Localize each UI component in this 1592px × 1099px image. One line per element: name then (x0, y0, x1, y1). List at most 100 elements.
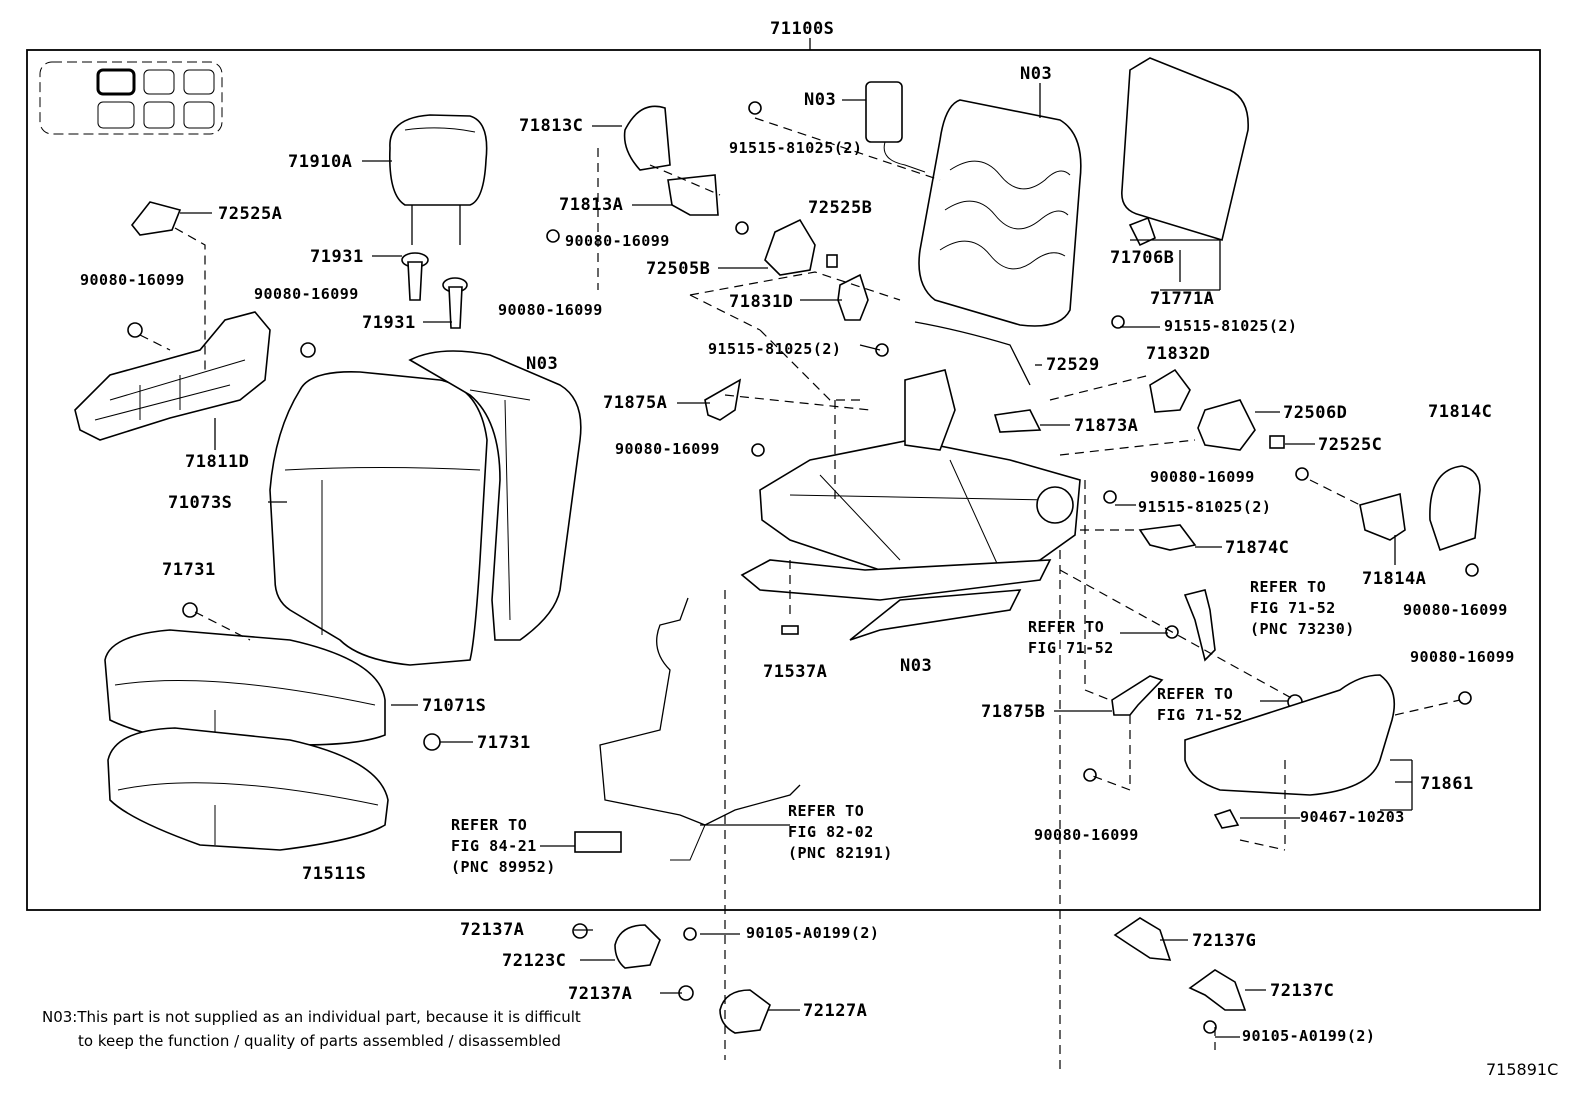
bracket-71875B (1111, 675, 1164, 716)
part-label-bolt: 90080-16099 (1410, 648, 1515, 666)
side-airbag (865, 81, 903, 143)
side-shield-71811D (74, 311, 271, 441)
part-label-71811D: 71811D (185, 452, 250, 472)
knob-72525C (1269, 435, 1285, 449)
cover-71814A (1359, 492, 1406, 541)
connector-icon (574, 831, 622, 853)
seatback-cover (269, 350, 582, 666)
recliner-72505B (764, 218, 816, 276)
clip-71731-b (423, 733, 441, 751)
bracket-71832D (1149, 368, 1191, 413)
side-shield-71861 (1184, 674, 1396, 796)
part-label-71931: 71931 (362, 313, 416, 333)
bracket-71875A (704, 378, 742, 421)
part-label-71831D: 71831D (729, 292, 794, 312)
part-label-n03: N03 (1020, 64, 1053, 84)
part-label-bolt: 90080-16099 (80, 271, 185, 289)
part-label-71832D: 71832D (1146, 344, 1211, 364)
part-label-71875A: 71875A (603, 393, 668, 413)
cover-72123C (614, 924, 661, 969)
cover-72127A (719, 989, 771, 1034)
part-label-bolt: 90080-16099 (565, 232, 670, 250)
part-label-screw: 91515-81025(2) (1164, 317, 1298, 335)
assembly-dashed-lines (139, 117, 1461, 1070)
part-label-72137A: 72137A (568, 984, 633, 1004)
assembly-label: 71100S (770, 19, 835, 39)
seat-cushion (104, 629, 389, 851)
recliner-72506D (1197, 399, 1256, 451)
rod-72529 (914, 321, 1031, 386)
part-label-72505B: 72505B (646, 259, 711, 279)
part-label-72137C: 72137C (1270, 981, 1335, 1001)
cover-71813A (667, 174, 719, 216)
part-label-71910A: 71910A (288, 152, 353, 172)
part-label-bolt: 90080-16099 (254, 285, 359, 303)
part-label-71706B: 71706B (1110, 248, 1175, 268)
part-label-72529: 72529 (1046, 355, 1100, 375)
clip-72137A-a (572, 923, 588, 939)
back-panel-71771A (1121, 57, 1249, 242)
part-label-71073S: 71073S (168, 493, 233, 513)
bracket-71874C (1138, 524, 1197, 551)
footnote-line-1: N03:This part is not supplied as an indi… (42, 1008, 581, 1026)
pad-71537A (781, 625, 799, 635)
headrest-part (388, 114, 488, 245)
leader-lines (180, 83, 1413, 1038)
seat-track (740, 559, 1052, 641)
knob-72525A (130, 201, 182, 236)
bolt-icon (546, 101, 1479, 782)
bolt-icon (127, 322, 316, 358)
part-label-71731: 71731 (477, 733, 531, 753)
part-label-n03: N03 (900, 656, 933, 676)
part-label-72137A: 72137A (460, 920, 525, 940)
part-label-72137G: 72137G (1192, 931, 1257, 951)
part-label-71511S: 71511S (302, 864, 367, 884)
part-label-72127A: 72127A (803, 1001, 868, 1021)
bolt-icon (1203, 1020, 1217, 1034)
seatbelt-buckle (1183, 589, 1216, 662)
part-label-72123C: 72123C (502, 951, 567, 971)
seat-type-icon (39, 61, 223, 135)
part-label-n03: N03 (526, 354, 559, 374)
bracket-72137C (1188, 969, 1247, 1011)
headrest-guides (401, 252, 468, 329)
part-label-90105: 90105-A0199(2) (1242, 1027, 1376, 1045)
part-label-71875B: 71875B (981, 702, 1046, 722)
part-label-71814A: 71814A (1362, 569, 1427, 589)
figure-code: 715891C (1486, 1060, 1559, 1079)
part-label-bolt: 90080-16099 (1150, 468, 1255, 486)
part-label-72525C: 72525C (1318, 435, 1383, 455)
part-label-71813A: 71813A (559, 195, 624, 215)
footnote-line-2: to keep the function / quality of parts … (78, 1032, 561, 1050)
part-label-71071S: 71071S (422, 696, 487, 716)
part-label-71874C: 71874C (1225, 538, 1290, 558)
bolt-icon (683, 927, 697, 941)
clip-71706B (1128, 216, 1156, 247)
assembly-frame (26, 49, 1541, 911)
part-label-screw: 91515-81025(2) (708, 340, 842, 358)
part-label-71813C: 71813C (519, 116, 584, 136)
knob-72525B (826, 254, 838, 268)
part-label-71537A: 71537A (763, 662, 828, 682)
part-label-71731: 71731 (162, 560, 216, 580)
part-label-bolt: 90080-16099 (498, 301, 603, 319)
part-label-71771A: 71771A (1150, 289, 1215, 309)
part-label-n03: N03 (804, 90, 837, 110)
bracket-71831D (837, 273, 869, 321)
seatback-frame (918, 99, 1082, 327)
part-label-71814C: 71814C (1428, 402, 1493, 422)
part-label-90467: 90467-10203 (1300, 808, 1405, 826)
clip-90467 (1213, 809, 1240, 829)
part-label-71931: 71931 (310, 247, 364, 267)
cover-71813C (623, 105, 671, 171)
part-label-90105: 90105-A0199(2) (746, 924, 880, 942)
part-label-72525B: 72525B (808, 198, 873, 218)
part-label-71873A: 71873A (1074, 416, 1139, 436)
part-label-bolt: 90080-16099 (1034, 826, 1139, 844)
part-label-screw: 91515-81025(2) (729, 139, 863, 157)
part-label-bolt: 90080-16099 (1403, 601, 1508, 619)
cover-71814C (1429, 465, 1481, 552)
clip-71731-a (182, 602, 198, 618)
bracket-71873A (993, 409, 1042, 433)
